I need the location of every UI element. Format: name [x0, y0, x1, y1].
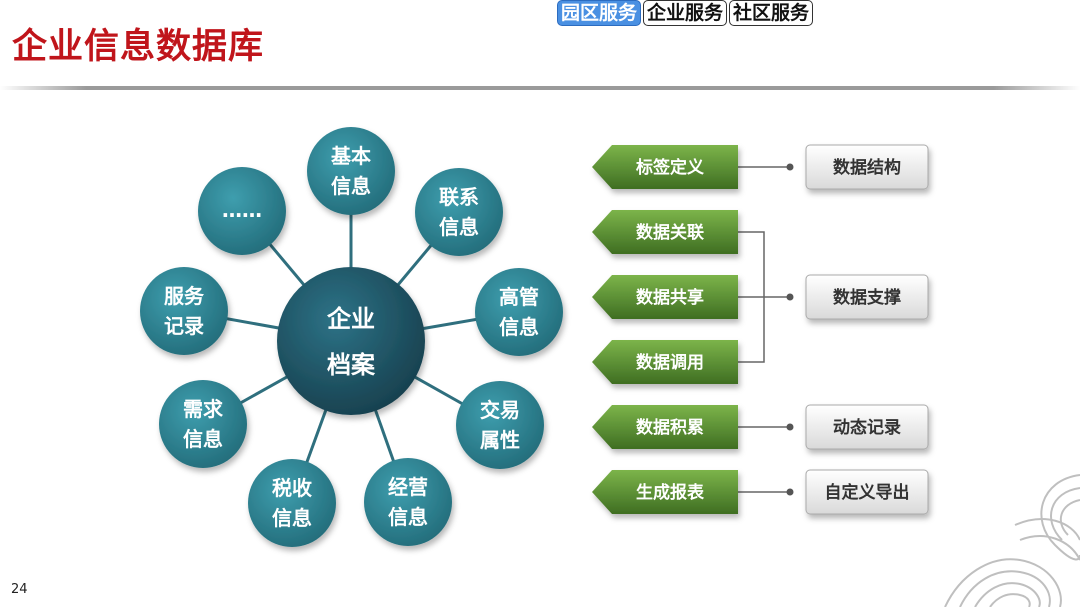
tab-park-service[interactable]: 园区服务 — [557, 0, 642, 26]
function-arrow-shape — [592, 145, 738, 189]
satellite-transaction-attributes: 交易 属性 — [456, 381, 544, 469]
function-label: 数据调用 — [636, 352, 704, 373]
outcome-label: 动态记录 — [833, 417, 901, 438]
page-number: 24 — [11, 582, 28, 597]
outcome-box — [805, 144, 929, 190]
satellite-operation-info: 经营 信息 — [364, 458, 452, 546]
satellite-label-line2: 信息 — [331, 174, 371, 198]
satellite-circle — [248, 459, 336, 547]
satellite-label-line1: 需求 — [183, 397, 224, 421]
satellite-circle — [198, 167, 286, 255]
satellite-circle — [415, 168, 503, 256]
function-label: 标签定义 — [636, 157, 704, 178]
satellite-circle — [456, 381, 544, 469]
outcome-label: 数据结构 — [833, 157, 901, 178]
satellite-label-line2: 记录 — [164, 314, 204, 338]
outcome-box — [805, 469, 929, 515]
function-label: 生成报表 — [636, 482, 705, 503]
satellite-label-line2: 信息 — [183, 427, 223, 451]
satellite-basic-info: 基本 信息 — [307, 127, 395, 215]
outcome-data-structure: 数据结构 — [805, 144, 929, 190]
satellite-circle — [475, 268, 563, 356]
satellite-circle — [364, 458, 452, 546]
service-tabs: 园区服务 企业服务 社区服务 — [557, 0, 814, 26]
satellite-service-records: 服务 记录 — [140, 267, 228, 355]
outcome-box — [805, 274, 929, 320]
satellite-label-line2: 信息 — [272, 506, 312, 530]
function-label: 数据关联 — [636, 222, 704, 243]
hub-enterprise-archive: 企业 档案 — [277, 267, 425, 415]
satellite-executive-info: 高管 信息 — [475, 268, 563, 356]
satellite-label-line2: 信息 — [388, 505, 428, 529]
satellite-label-line1: 高管 — [499, 285, 539, 309]
satellite-circle — [140, 267, 228, 355]
satellite-label-line1: 交易 — [480, 398, 520, 422]
satellite-circle — [159, 380, 247, 468]
tab-community-service[interactable]: 社区服务 — [729, 0, 814, 26]
satellite-label-line2: 信息 — [499, 315, 539, 339]
satellite-more: …… — [198, 167, 286, 255]
function-tag-definition: 标签定义 — [592, 145, 738, 189]
outcome-dynamic-record: 动态记录 — [805, 404, 929, 450]
tab-enterprise-service[interactable]: 企业服务 — [643, 0, 728, 26]
outcome-custom-export: 自定义导出 — [805, 469, 929, 515]
satellite-label-line2: 属性 — [480, 428, 520, 452]
function-label: 数据积累 — [636, 417, 704, 438]
connectors — [738, 166, 790, 493]
page-title: 企业信息数据库 — [12, 27, 265, 67]
function-arrow-shape — [592, 405, 738, 449]
satellite-contact-info: 联系 信息 — [415, 168, 503, 256]
satellite-label-line1: 联系 — [439, 185, 479, 209]
satellite-label-line1: 经营 — [388, 475, 428, 499]
outcome-label: 自定义导出 — [825, 482, 910, 503]
hub-circle — [277, 267, 425, 415]
satellite-tax-info: 税收 信息 — [248, 459, 336, 547]
function-data-invocation: 数据调用 — [592, 340, 738, 384]
connector-dots — [786, 163, 794, 496]
function-data-association: 数据关联 — [592, 210, 738, 254]
satellite-demand-info: 需求 信息 — [159, 380, 247, 468]
outcome-data-support: 数据支撑 — [805, 274, 929, 320]
function-arrow-shape — [592, 275, 738, 319]
outcome-box — [805, 404, 929, 450]
function-label: 数据共享 — [636, 287, 704, 308]
hub-label-line1: 企业 — [327, 305, 375, 333]
function-data-accumulation: 数据积累 — [592, 405, 738, 449]
title-divider — [0, 86, 1080, 90]
function-arrow-shape — [592, 210, 738, 254]
hub-label-line2: 档案 — [327, 351, 376, 379]
function-data-sharing: 数据共享 — [592, 275, 738, 319]
satellite-label-line1: 服务 — [164, 284, 205, 308]
outcome-label: 数据支撑 — [833, 287, 901, 308]
function-arrow-shape — [592, 470, 738, 514]
satellite-label-line1: 基本 — [331, 144, 371, 168]
satellite-label-line1: 税收 — [272, 476, 312, 500]
function-generate-report: 生成报表 — [592, 470, 738, 514]
satellite-label-line1: …… — [222, 198, 262, 222]
decorative-swirl-icon — [944, 474, 1080, 607]
satellite-label-line2: 信息 — [439, 215, 479, 239]
satellite-circle — [307, 127, 395, 215]
function-arrow-shape — [592, 340, 738, 384]
